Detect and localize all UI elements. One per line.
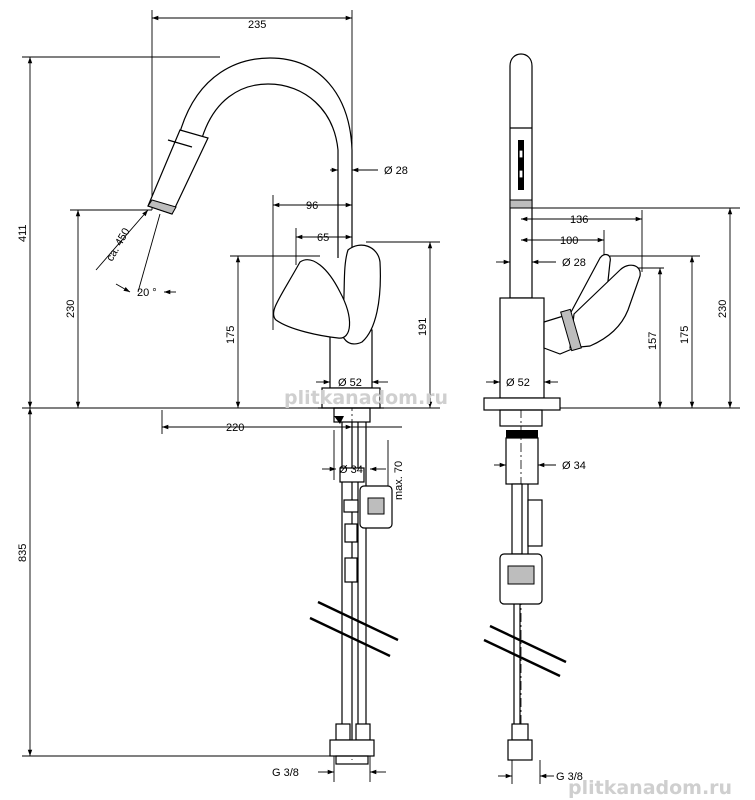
left-dim-65: 65	[317, 232, 329, 244]
left-dim-96: 96	[306, 200, 318, 212]
watermark-center: plitkanadom.ru	[284, 387, 448, 409]
right-dim-d34: Ø 34	[562, 460, 586, 472]
left-dim-230: 230	[65, 300, 77, 318]
left-dim-235: 235	[248, 19, 266, 31]
right-hoses	[483, 437, 567, 761]
left-dim-411: 411	[17, 224, 29, 242]
left-dim-d34: Ø 34	[339, 464, 363, 476]
left-hoses	[309, 422, 399, 765]
right-dim-230: 230	[717, 300, 729, 318]
watermark-bottom-right: plitkanadom.ru	[568, 777, 732, 799]
right-view: 136 100 Ø 28 230 157 175 Ø 52 Ø 34 G 3/8	[483, 53, 740, 784]
right-dim-g38: G 3/8	[556, 771, 583, 783]
left-dim-ca450: ca. 450	[104, 226, 132, 263]
left-body	[272, 244, 384, 424]
left-dim-835: 835	[17, 544, 29, 562]
left-dim-220: 220	[226, 422, 244, 434]
left-dim-175: 175	[225, 326, 237, 344]
left-lever	[340, 244, 381, 345]
right-dim-157: 157	[647, 332, 659, 350]
right-lever-ghost	[569, 264, 641, 349]
left-view: 235 Ø 28 96 65 ca. 450 20 ° 230 175 191 …	[17, 10, 440, 782]
left-lever-ghost	[272, 259, 351, 339]
right-dimensions: 136 100 Ø 28 230 157 175 Ø 52 Ø 34 G 3/8	[486, 208, 733, 783]
left-dim-191: 191	[417, 318, 429, 336]
left-dim-d28: Ø 28	[384, 165, 408, 177]
right-dim-100: 100	[560, 235, 578, 247]
left-dim-20deg: 20 °	[137, 287, 157, 299]
right-dim-175: 175	[679, 326, 691, 344]
right-g38-fitting	[507, 739, 533, 761]
left-dim-d52: Ø 52	[338, 377, 362, 389]
left-dim-g38: G 3/8	[272, 767, 299, 779]
right-spout	[509, 53, 533, 299]
right-base-plate	[483, 397, 561, 411]
right-body	[483, 253, 641, 438]
left-g38-fitting	[329, 739, 375, 757]
right-dim-d52: Ø 52	[506, 377, 530, 389]
right-dim-d28: Ø 28	[562, 257, 586, 269]
left-dim-max70: max. 70	[393, 461, 405, 500]
left-spout	[147, 57, 353, 258]
left-extension-lines	[22, 10, 440, 782]
right-dim-136: 136	[570, 214, 588, 226]
